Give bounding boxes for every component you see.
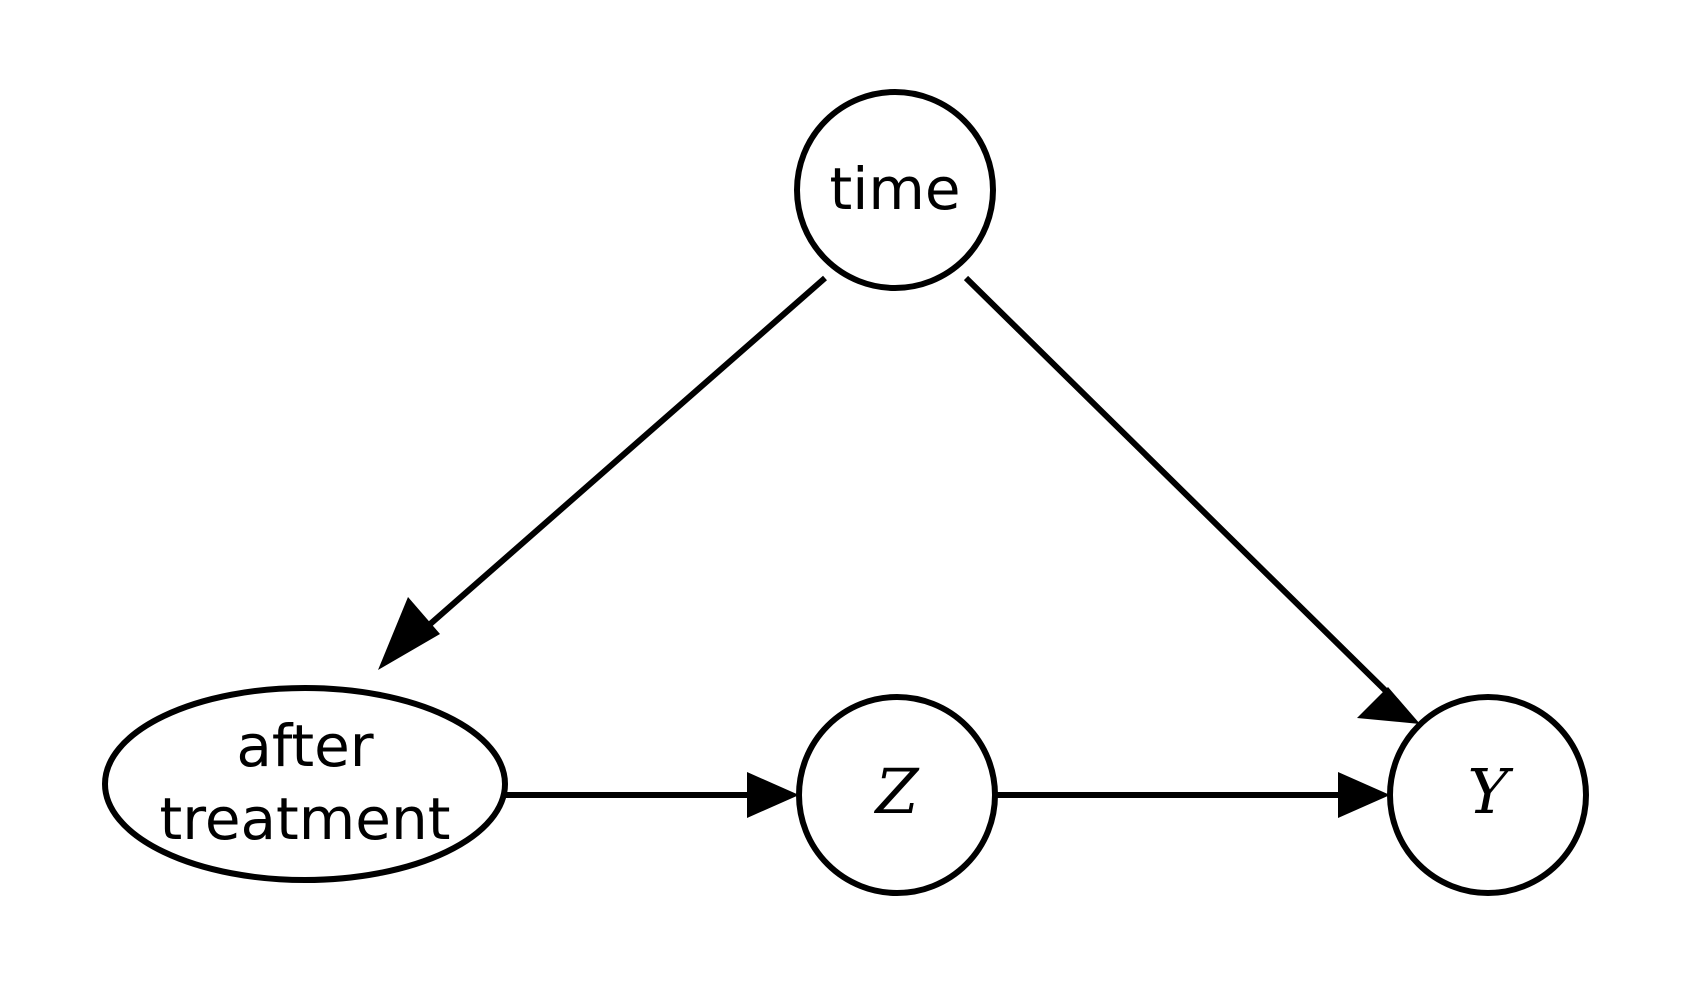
node-after-treatment[interactable]: after treatment: [102, 685, 508, 883]
node-z-label: Z: [873, 755, 919, 828]
edge-z-to-y: [995, 772, 1390, 818]
edge-after-treatment-to-z: [505, 772, 799, 818]
arrowhead-time-after-treatment: [378, 597, 440, 670]
node-time[interactable]: time: [794, 89, 996, 291]
node-y-shape[interactable]: [1387, 694, 1589, 896]
node-y-label: Y: [1468, 755, 1514, 828]
edge-time-to-after-treatment: [378, 275, 827, 670]
node-z[interactable]: Z: [796, 694, 998, 896]
arrowhead-z-y: [1338, 772, 1390, 818]
edge-time-to-y: [963, 275, 1420, 724]
node-time-shape[interactable]: [794, 89, 996, 291]
arrowhead-after-treatment-z: [747, 772, 799, 818]
node-after-treatment-shape[interactable]: [102, 685, 508, 883]
arrowhead-time-y: [1357, 687, 1420, 724]
node-z-shape[interactable]: [796, 694, 998, 896]
node-after-treatment-label-line-1: after: [236, 712, 373, 780]
node-time-label: time: [829, 155, 960, 223]
edge-line-time-after-treatment: [402, 275, 827, 650]
node-y[interactable]: Y: [1387, 694, 1589, 896]
node-after-treatment-label-line-2: treatment: [160, 785, 451, 853]
edge-line-time-y: [963, 275, 1398, 703]
